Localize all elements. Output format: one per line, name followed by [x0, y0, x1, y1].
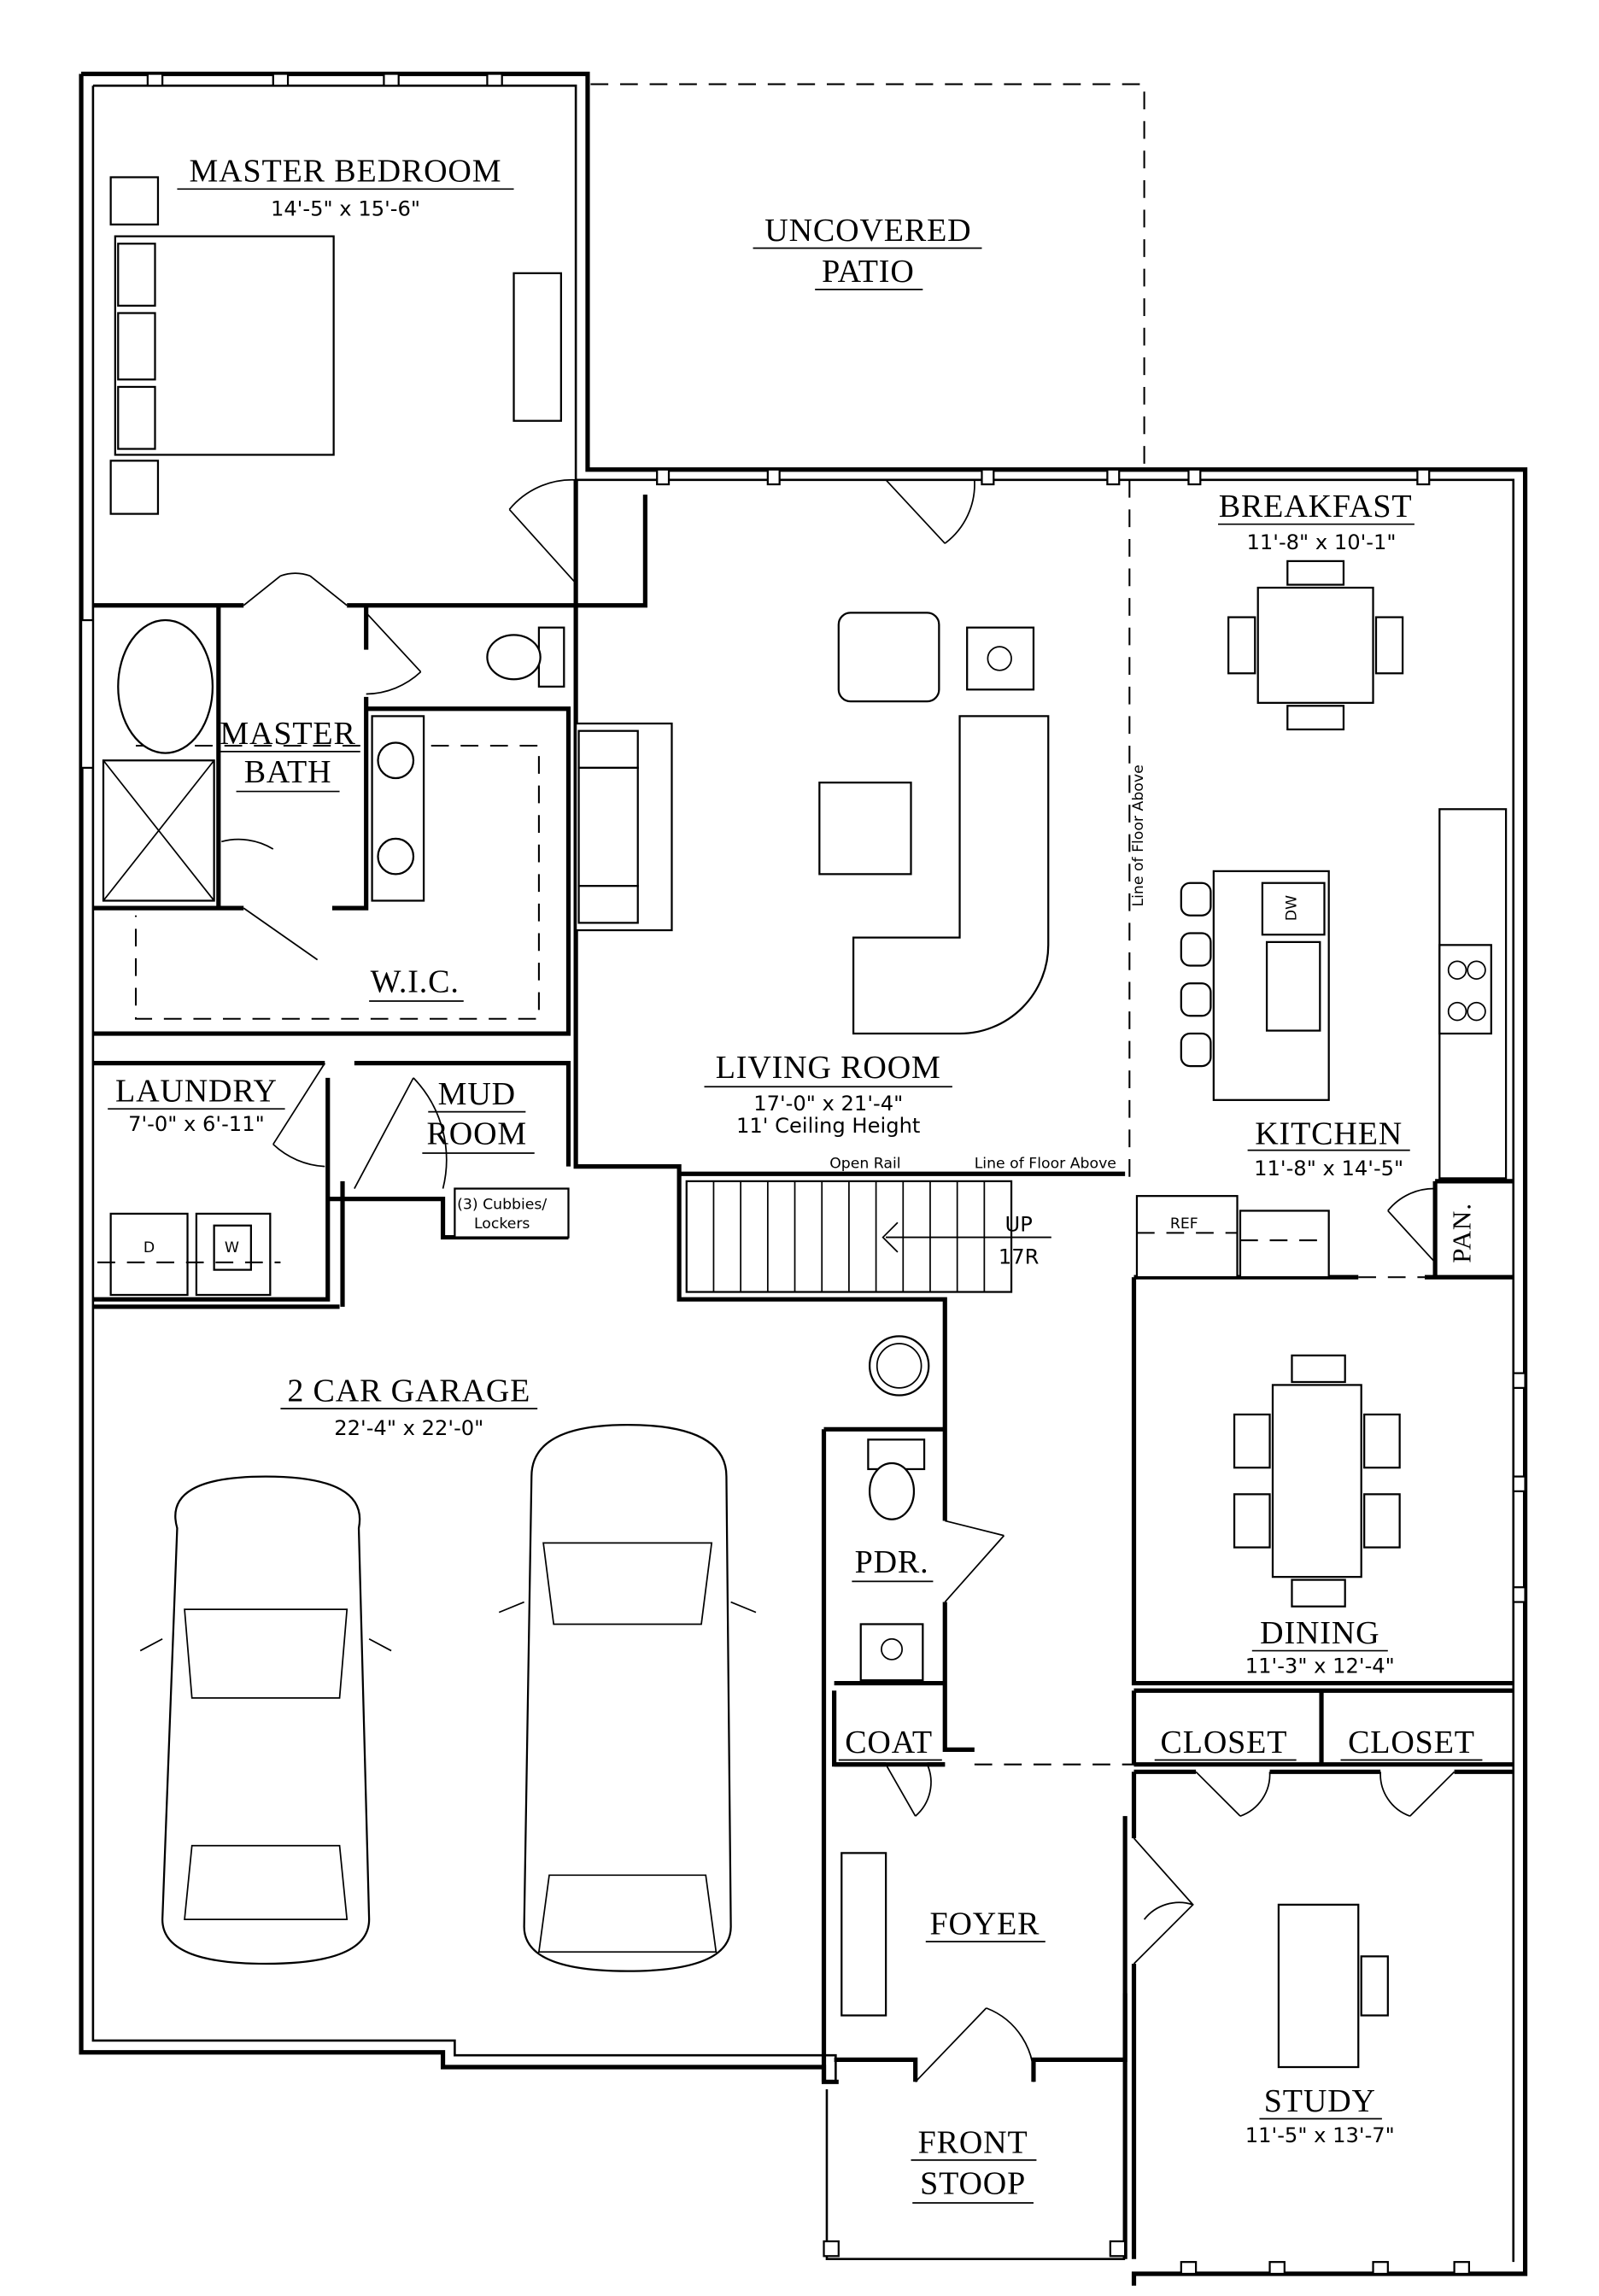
water-heater [868, 1335, 930, 1397]
coat-label: COAT [845, 1725, 933, 1760]
dining-label: DINING [1260, 1615, 1379, 1651]
line-floor-above-h: Line of Floor Above [975, 1155, 1116, 1172]
dining-table [1233, 1354, 1401, 1608]
foyer-study-furniture [823, 1852, 1389, 2258]
mud-room-label-1: MUD [438, 1076, 516, 1112]
living-room-label: LIVING ROOM [716, 1050, 941, 1086]
patio-label-2: PATIO [822, 254, 915, 290]
breakfast-size: 11'-8" x 10'-1" [1247, 530, 1397, 554]
kitchen-label: KITCHEN [1255, 1116, 1403, 1152]
breakfast-table [1227, 559, 1404, 731]
master-bedroom-size: 14'-5" x 15'-6" [271, 196, 420, 220]
stair-up: UP [1005, 1213, 1033, 1237]
breakfast-label: BREAKFAST [1219, 489, 1413, 524]
pantry-label: PAN. [1447, 1203, 1477, 1263]
car-right [498, 1423, 757, 1972]
line-floor-above-v: Line of Floor Above [1130, 764, 1147, 906]
living-furniture [818, 612, 1050, 1035]
foyer-label: FOYER [929, 1906, 1040, 1942]
closet-2-label: CLOSET [1348, 1725, 1475, 1760]
kitchen-size: 11'-8" x 14'-5" [1254, 1157, 1403, 1180]
front-stoop-label-1: FRONT [918, 2124, 1028, 2160]
windows [79, 73, 1526, 2276]
laundry-size: 7'-0" x 6'-11" [128, 1112, 265, 1136]
dining-size: 11'-3" x 12'-4" [1245, 1654, 1395, 1678]
laundry-label: LAUNDRY [115, 1074, 278, 1110]
patio-label-1: UNCOVERED [764, 213, 971, 249]
study-label: STUDY [1264, 2083, 1376, 2119]
dryer-label: D [144, 1239, 155, 1256]
master-bedroom-label: MASTER BEDROOM [190, 154, 502, 190]
powder-label: PDR. [855, 1544, 929, 1580]
patio-outline [590, 83, 1145, 470]
cubbies-note-2: Lockers [474, 1215, 530, 1233]
front-stoop-label-2: STOOP [920, 2166, 1026, 2202]
study-size: 11'-5" x 13'-7" [1245, 2123, 1395, 2147]
bath-fixtures [102, 618, 565, 902]
master-bath-label-1: MASTER [220, 716, 355, 752]
cubbies-note-1: (3) Cubbies/ [457, 1197, 547, 1214]
garage-size: 22'-4" x 22'-0" [334, 1416, 483, 1440]
master-bath-label-2: BATH [244, 754, 332, 790]
closet-1-label: CLOSET [1161, 1725, 1288, 1760]
washer-label: W [225, 1239, 239, 1256]
kitchen-fixtures [1135, 808, 1508, 1279]
laundry-appliances [97, 1212, 281, 1297]
powder-fixtures [859, 1438, 926, 1682]
doors [221, 478, 1456, 2082]
fireplace [575, 722, 673, 932]
stair-risers: 17R [999, 1245, 1040, 1269]
wic-label: W.I.C. [371, 964, 460, 1000]
living-room-ceiling: 11' Ceiling Height [736, 1114, 920, 1138]
car-left [139, 1475, 392, 1965]
mud-room-label-2: ROOM [427, 1116, 528, 1152]
front-stoop-outline [825, 2088, 1126, 2261]
garage-label: 2 CAR GARAGE [287, 1373, 530, 1409]
living-room-size: 17'-0" x 21'-4" [753, 1092, 903, 1116]
bed [109, 176, 562, 515]
ref-label: REF [1170, 1215, 1198, 1233]
dw-label: DW [1284, 895, 1301, 921]
open-rail-note: Open Rail [829, 1155, 900, 1172]
room-labels: MASTER BEDROOM 14'-5" x 15'-6" UNCOVERED… [108, 154, 1483, 2204]
